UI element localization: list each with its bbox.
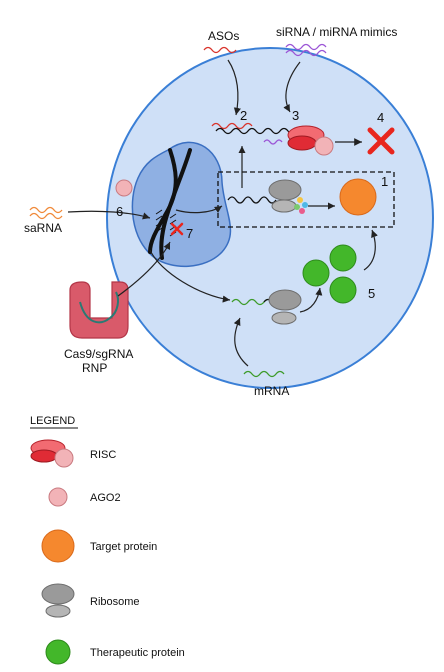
step-2: 2 <box>240 108 247 123</box>
sarna-strand-outside-2 <box>29 212 63 220</box>
therapeutic-protein-3 <box>329 276 357 304</box>
therapeutic-protein-1 <box>302 259 330 287</box>
legend-ago2-icon <box>48 487 68 507</box>
label-cas9-line2: RNP <box>82 361 107 375</box>
sirna-bound-step3 <box>263 139 283 145</box>
target-protein <box>339 178 377 216</box>
ribosome-large <box>268 179 302 201</box>
legend-ribosome-label: Ribosome <box>90 596 140 608</box>
ribosome-bottom-small <box>271 311 297 325</box>
legend-therapeutic-protein-icon <box>45 639 71 665</box>
sarna-strand-outside-1 <box>29 206 63 214</box>
sgrna-strand <box>79 291 119 324</box>
cas9-rnp <box>69 281 129 339</box>
sirna-strand-outside-2 <box>285 49 327 57</box>
legend-target-protein-label: Target protein <box>90 541 157 553</box>
aso-strand-outside <box>203 46 237 54</box>
label-sirna: siRNA / miRNA mimics <box>276 25 397 39</box>
dna-helix <box>155 209 177 237</box>
label-cas9-line1: Cas9/sgRNA <box>64 347 133 361</box>
step-5: 5 <box>368 286 375 301</box>
ago2-sarna-complex <box>115 179 133 197</box>
label-sarna: saRNA <box>24 221 62 235</box>
legend-therapeutic-protein-label: Therapeutic protein <box>90 647 185 659</box>
gene-edit-x-icon <box>170 222 184 236</box>
therapeutic-protein-2 <box>329 244 357 272</box>
translation-box <box>217 171 395 228</box>
degradation-x-icon <box>367 127 395 155</box>
aso-strand-bound <box>211 122 253 130</box>
legend-risc-ago <box>54 448 74 468</box>
label-asos: ASOs <box>208 29 239 43</box>
step-1: 1 <box>381 174 388 189</box>
mrna-strand-outside <box>243 370 285 378</box>
legend-risc-inner <box>30 449 58 463</box>
cell-body <box>106 47 434 389</box>
legend-ribosome-small <box>45 604 71 618</box>
legend-title: LEGEND <box>30 415 75 427</box>
ribosome-small <box>271 199 297 213</box>
legend-target-protein-icon <box>41 529 75 563</box>
step-4: 4 <box>377 110 384 125</box>
nascent-peptide <box>294 197 308 214</box>
chromosome-strands <box>148 148 192 260</box>
legend-ribosome-large <box>41 583 75 605</box>
legend-risc-label: RISC <box>90 449 116 461</box>
step-3: 3 <box>292 108 299 123</box>
legend-ago2-label: AGO2 <box>90 492 121 504</box>
step-6: 6 <box>116 204 123 219</box>
sirna-strand-outside-1 <box>285 43 327 51</box>
step-7: 7 <box>186 226 193 241</box>
target-mrna-strand <box>227 196 277 204</box>
risc-step3-inner <box>287 135 317 151</box>
ago2-step3 <box>314 136 334 156</box>
label-mrna: mRNA <box>254 384 289 398</box>
legend: LEGEND RISC AGO2 Target protein Ribosome… <box>30 415 185 665</box>
ribosome-bottom-large <box>268 289 302 311</box>
nucleus <box>131 141 232 268</box>
